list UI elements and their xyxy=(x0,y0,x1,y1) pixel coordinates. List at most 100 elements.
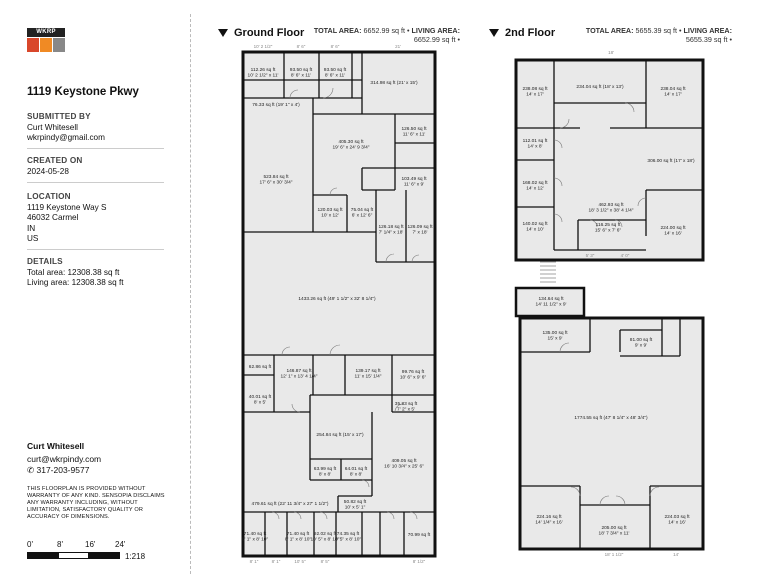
contact-name: Curt Whitesell xyxy=(27,441,85,451)
divider xyxy=(27,249,164,250)
room-dimension-label: 10' 2 1/2" x 11' xyxy=(248,73,279,79)
room-dimension-label: 15' 6" x 7' 6" xyxy=(595,228,622,234)
room-area-label: 238.08 sq ft xyxy=(522,86,548,92)
room-area-label: 40.01 sq ft xyxy=(249,394,272,400)
room-area-label: 75.04 sq ft xyxy=(351,207,374,213)
room-dimension-label: 10' 6" x 9' 6" xyxy=(400,375,427,381)
ground-door-swings xyxy=(271,87,420,520)
logo-text: WKRP xyxy=(27,28,65,37)
info-sidebar: WKRP 1119 Keystone Pkwy SUBMITTED BY Cur… xyxy=(0,0,190,588)
room-dimension-label: 15' x 9' xyxy=(548,336,563,342)
room-dimension-label: 14' x 10' xyxy=(526,227,544,233)
room-area-label: 112.26 sq ft xyxy=(251,67,276,73)
contact-phone-row: ✆ 317-203-9577 xyxy=(27,465,101,476)
ground-floor-area: TOTAL AREA: 6652.99 sq ft • LIVING AREA:… xyxy=(313,26,460,44)
disclaimer: THIS FLOORPLAN IS PROVIDED WITHOUT WARRA… xyxy=(27,486,165,520)
room-area-label: 62.86 sq ft xyxy=(249,364,272,370)
contact-phone[interactable]: 317-203-9577 xyxy=(36,464,90,475)
room-area-label: 405.30 sq ft xyxy=(338,139,364,145)
room-area-label: 168.02 sq ft xyxy=(522,180,548,186)
room-area-label: 224.00 sq ft xyxy=(660,225,686,231)
property-address: 1119 Keystone Pkwy xyxy=(27,86,139,98)
dimension-label: 8' 1" xyxy=(250,559,259,564)
total-area-detail: Total area: 12308.38 sq ft xyxy=(27,267,120,277)
room-area-label: 205.00 sq ft xyxy=(601,525,627,531)
second-landing-wall xyxy=(514,286,586,318)
divider xyxy=(27,148,164,149)
dimension-label: 18' 1 1/2" xyxy=(605,552,624,557)
created-on-heading: CREATED ON xyxy=(27,156,83,165)
room-area-label: 224.03 sq ft xyxy=(664,514,690,520)
ground-interior-walls xyxy=(243,52,435,556)
scale-label: 24' xyxy=(115,540,126,549)
scale-segment xyxy=(88,552,120,559)
room-area-label: 71.40 sq ft xyxy=(287,531,310,537)
room-area-label: 1433.26 sq ft (49' 1 1/2" x 32' 8 1/4") xyxy=(298,296,376,302)
details-heading: DETAILS xyxy=(27,257,63,266)
room-area-label: 120.03 sq ft xyxy=(317,207,343,213)
collapse-triangle-icon xyxy=(489,29,499,38)
location-line: 1119 Keystone Way S xyxy=(27,202,107,212)
room-dimension-label: 8' 1" x 8' 10" xyxy=(285,537,312,543)
room-area-label: 64.01 sq ft xyxy=(345,466,368,472)
sidebar-separator xyxy=(190,14,191,574)
room-dimension-label: 18' 7 3/4" x 11' xyxy=(599,531,630,537)
created-on-section: CREATED ON 2024-05-28 xyxy=(27,156,83,177)
room-area-label: 76.33 sq ft (19' 1" x 4') xyxy=(252,102,300,108)
room-dimension-label: 7' 1/4" x 18' xyxy=(379,230,404,236)
submitter-name: Curt Whitesell xyxy=(27,122,78,132)
room-dimension-label: 14' x 16' xyxy=(668,520,686,526)
submitted-by-heading: SUBMITTED BY xyxy=(27,112,91,121)
contact-block: curt@wkrpindy.com ✆ 317-203-9577 xyxy=(27,454,101,475)
room-dimension-label: 9' x 9' xyxy=(635,343,647,349)
room-dimension-label: 8' 5" x 8' 10" xyxy=(335,537,362,543)
dimension-label: 18' xyxy=(608,50,614,55)
room-dimension-label: 8' 6" x 11' xyxy=(325,73,345,79)
room-area-label: 103.49 sq ft xyxy=(401,176,427,182)
room-dimension-label: 8' x 5' xyxy=(254,400,266,406)
room-dimension-label: 16' 10 3/4" x 25' 6" xyxy=(384,464,424,470)
room-area-label: 112.01 sq ft xyxy=(523,138,548,144)
dimension-label: 21' xyxy=(395,44,401,49)
room-area-label: 238.04 sq ft xyxy=(660,86,686,92)
room-dimension-label: 19' 6" x 24' 9 3/4" xyxy=(333,145,370,151)
room-dimension-label: 10' 5" x 8' 10" xyxy=(311,537,340,543)
room-area-label: 81.00 sq ft xyxy=(630,337,653,343)
scale-ratio: 1:218 xyxy=(125,552,146,561)
second-lower-door-swings xyxy=(559,342,660,506)
room-dimension-label: 11' x 15' 1/4" xyxy=(355,374,382,380)
location-line: US xyxy=(27,234,39,243)
room-dimension-label: 8' x 8' xyxy=(319,472,331,478)
room-area-label: 63.99 sq ft xyxy=(314,466,337,472)
dimension-label: 5' 3" xyxy=(586,253,595,258)
room-dimension-label: 6' x 12' 6" xyxy=(352,213,373,219)
room-dimension-label: 14' 1/4" x 16' xyxy=(535,520,562,526)
room-area-label: 306.00 sq ft (17' x 18') xyxy=(647,158,695,164)
location-section: LOCATION 1119 Keystone Way S 46032 Carme… xyxy=(27,192,107,245)
room-area-label: 126.09 sq ft xyxy=(407,224,433,230)
location-line: IN xyxy=(27,223,36,233)
second-floor-area: TOTAL AREA: 5655.39 sq ft • LIVING AREA:… xyxy=(585,26,732,44)
contact-email[interactable]: curt@wkrpindy.com xyxy=(27,454,102,464)
room-dimension-label: 7' x 18' xyxy=(413,230,428,236)
living-area-detail: Living area: 12308.38 sq ft xyxy=(27,278,124,287)
room-dimension-label: 8' 1" x 8' 10" xyxy=(242,537,269,543)
room-area-label: 92.02 sq ft xyxy=(314,531,337,537)
ground-dimension-labels: 10' 2 1/2"8' 6"8' 6"21'8' 1"8' 1"10' 5"8… xyxy=(250,44,426,564)
submitter-email[interactable]: wkrpindy@gmail.com xyxy=(27,133,105,142)
room-area-label: 116.25 sq ft xyxy=(596,222,621,228)
room-area-label: 74.35 sq ft xyxy=(337,531,360,537)
second-floor-title[interactable]: 2nd Floor xyxy=(489,27,555,39)
room-dimension-label: 12' 1" x 13' 4 1/4" xyxy=(281,374,318,380)
room-area-label: 35.83 sq ft xyxy=(395,401,418,407)
room-dimension-label: 11' 6" x 9' xyxy=(404,182,424,188)
scale-label: 0' xyxy=(27,540,33,549)
ground-floor-title[interactable]: Ground Floor xyxy=(218,27,304,39)
room-area-label: 71.40 sq ft xyxy=(244,531,267,537)
room-area-label: 50.82 sq ft xyxy=(344,499,367,505)
room-area-label: 126.50 sq ft xyxy=(401,126,427,132)
submitted-by-section: SUBMITTED BY Curt Whitesell wkrpindy@gma… xyxy=(27,112,105,144)
